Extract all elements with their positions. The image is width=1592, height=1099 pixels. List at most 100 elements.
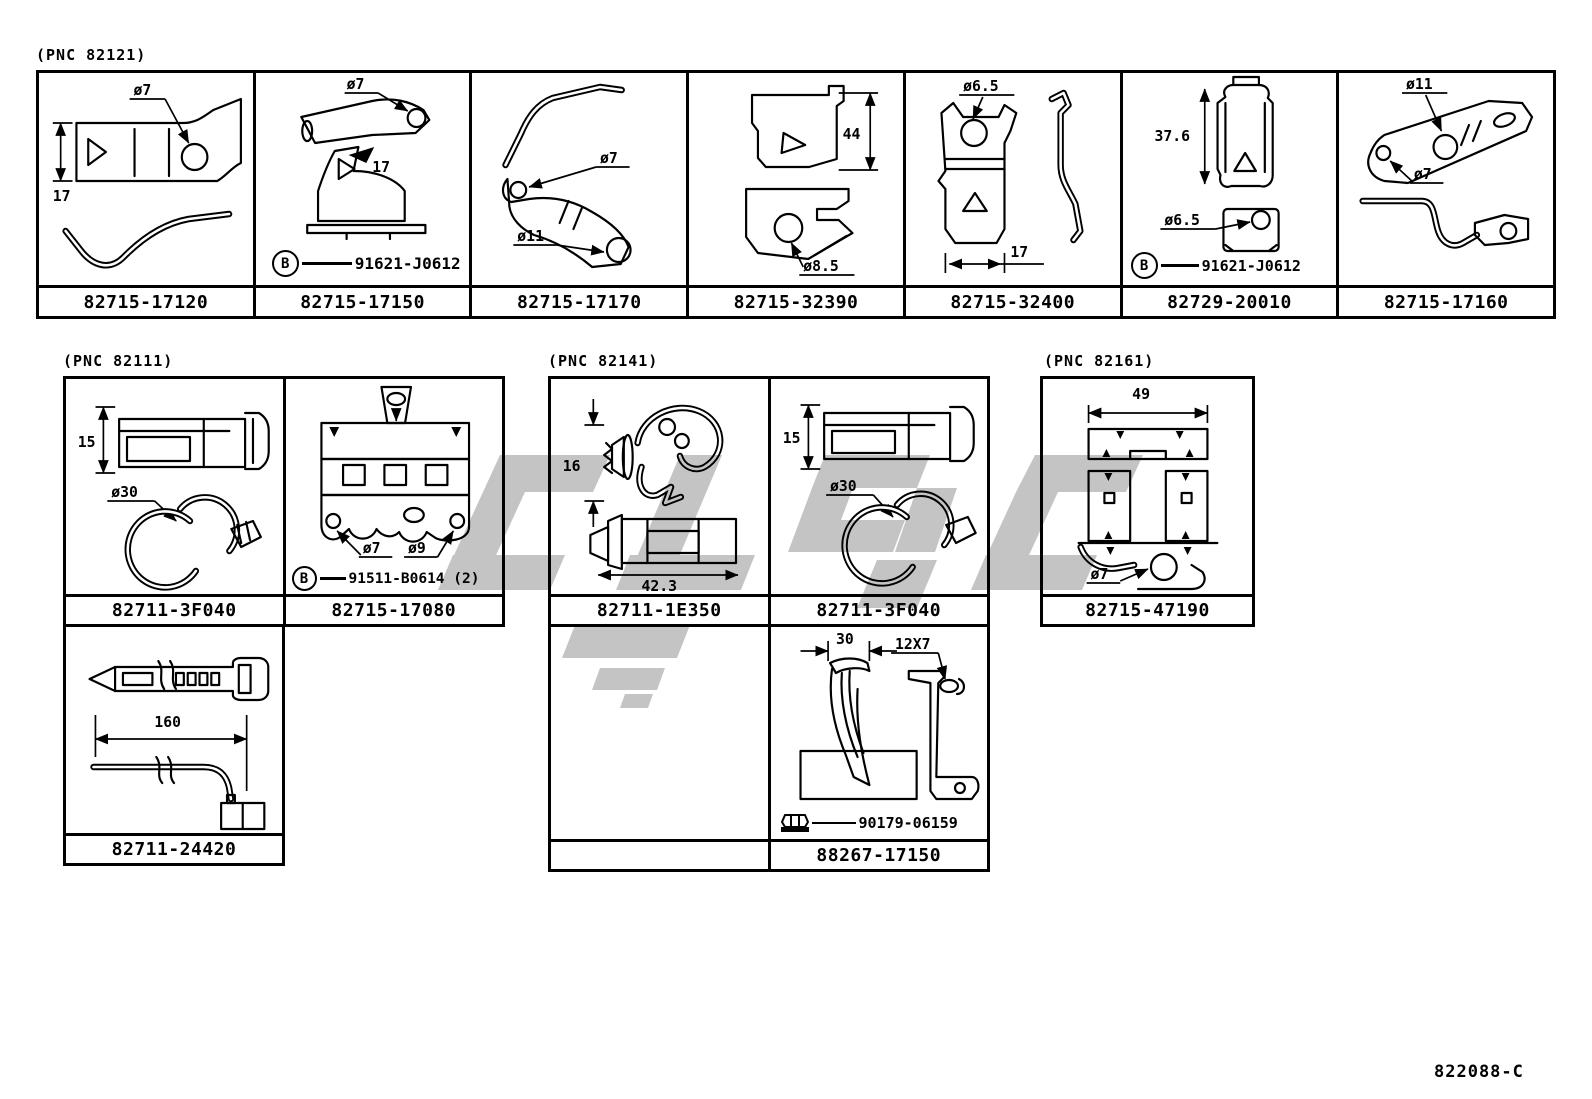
part-number: 82715-32400 xyxy=(950,291,1076,313)
circled-b-badge: B xyxy=(1130,252,1158,279)
part-cell: 49 xyxy=(1043,379,1252,594)
leader-line xyxy=(1160,264,1199,267)
sub-part: B 91621-J0612 xyxy=(271,250,461,277)
dimension-label: ø11 xyxy=(518,227,545,245)
dimension-label: ø9 xyxy=(408,539,426,557)
dimension-label: 17 xyxy=(372,158,390,176)
dimension-label: ø8.5 xyxy=(803,257,839,275)
part-number: 82715-17170 xyxy=(516,291,642,313)
sub-part-number: 91511-B0614 (2) xyxy=(348,570,480,587)
pnc-label: (PNC 82161) xyxy=(1044,352,1155,370)
leader-line xyxy=(301,262,352,265)
part-number: 82715-47190 xyxy=(1085,600,1210,621)
drawing-82715-47190: 49 xyxy=(1077,385,1219,591)
part-number-cell: 82715-17080 xyxy=(282,594,502,624)
parts-table: 16 xyxy=(548,376,990,627)
section-pnc-82161: (PNC 82161) 49 xyxy=(1040,352,1255,627)
drawing-82711-24420: 160 xyxy=(88,656,270,831)
dimension-label: 16 xyxy=(563,457,581,475)
part-number: 82711-3F040 xyxy=(111,600,237,621)
pnc-label: (PNC 82121) xyxy=(36,46,147,64)
sub-part: B 91621-J0612 xyxy=(1130,252,1301,279)
part-number-cell: 82711-3F040 xyxy=(66,594,283,624)
part-cell: ø7 ø11 xyxy=(469,73,687,285)
dimension-label: 37.6 xyxy=(1154,127,1190,145)
part-number-cell: 82715-32400 xyxy=(902,285,1120,316)
drawing-82729-20010: 37.6 ø6.5 xyxy=(1154,75,1280,253)
part-number-cell: 82711-3F040 xyxy=(767,594,987,624)
part-number-cell: 88267-17150 xyxy=(767,839,987,869)
part-number-cell: 82711-1E350 xyxy=(551,594,768,624)
pnc-label: (PNC 82141) xyxy=(548,352,659,370)
drawing-82711-3F040: 15 ø30 xyxy=(78,406,270,591)
sub-part-number: 91621-J0612 xyxy=(354,254,461,273)
part-cell: 37.6 ø6.5 B 91621-J0612 xyxy=(1119,73,1337,285)
empty-cell xyxy=(551,627,768,839)
dimension-label: ø30 xyxy=(830,477,857,495)
dimension-label: 44 xyxy=(843,125,861,143)
drawing-82715-17160: ø11 ø7 xyxy=(1359,75,1534,249)
drawing-82715-17120: ø7 17 xyxy=(52,81,242,269)
leader-line xyxy=(811,821,856,825)
part-number-cell: 82711-24420 xyxy=(66,833,282,863)
part-number: 82715-17080 xyxy=(331,600,457,621)
drawing-82711-1E350: 16 xyxy=(563,399,739,594)
part-cell: 16 xyxy=(551,379,768,594)
dimension-label: 30 xyxy=(835,630,853,648)
dimension-label: ø7 xyxy=(600,149,618,167)
part-number: 82715-17150 xyxy=(300,291,425,313)
section-pnc-82111: (PNC 82111) 15 ø30 xyxy=(63,352,505,866)
circled-b-badge: B xyxy=(271,250,299,277)
part-number-cell: 82715-17150 xyxy=(252,285,470,316)
part-number: 82711-3F040 xyxy=(816,600,942,621)
dimension-label: ø30 xyxy=(111,483,138,501)
part-number-cell: 82715-17120 xyxy=(39,285,253,316)
part-number: 82715-32390 xyxy=(733,291,859,313)
part-cell: 30 12X7 xyxy=(767,627,987,839)
part-number-cell: 82715-17170 xyxy=(469,285,687,316)
dimension-label: ø11 xyxy=(1406,75,1433,93)
parts-table: 49 xyxy=(1040,376,1255,627)
drawing-number: 822088-C xyxy=(1434,1062,1524,1082)
part-cell: 15 ø30 xyxy=(767,379,987,594)
empty-cell xyxy=(551,839,768,869)
part-number-cell: 82729-20010 xyxy=(1119,285,1337,316)
drawing-82711-3F040-b: 15 ø30 xyxy=(782,404,977,587)
sub-part: 90179-06159 xyxy=(780,813,958,833)
drawing-82715-17170: ø7 ø11 xyxy=(502,83,633,269)
dimension-label: ø6.5 xyxy=(1164,211,1200,229)
dimension-label: ø7 xyxy=(134,81,152,99)
part-cell: ø7 17 B 91621-J0612 xyxy=(252,73,470,285)
part-number-cell: 82715-17160 xyxy=(1336,285,1554,316)
dimension-label: 49 xyxy=(1132,385,1150,403)
parts-table: 160 82711-24420 xyxy=(63,624,285,866)
drawing-82715-17150: ø7 17 xyxy=(299,75,431,241)
sub-part: B 91511-B0614 (2) xyxy=(291,566,480,591)
circled-b-badge: B xyxy=(291,566,317,591)
part-cell: ø6.5 17 xyxy=(902,73,1120,285)
dimension-label: 160 xyxy=(154,713,181,731)
drawing-82715-32400: ø6.5 17 xyxy=(937,77,1084,273)
part-number-cell: 82715-32390 xyxy=(686,285,903,316)
part-number: 82715-17120 xyxy=(83,291,209,313)
part-cell: ø7 ø9 B 91511-B0614 (2) xyxy=(282,379,502,594)
part-cell: 160 xyxy=(66,627,282,833)
dimension-label: 12X7 xyxy=(894,635,930,653)
dimension-label: 42.3 xyxy=(642,577,678,594)
part-number: 88267-17150 xyxy=(816,845,942,866)
parts-table: ø7 17 ø7 xyxy=(36,70,1556,319)
parts-table: 15 ø30 xyxy=(63,376,505,627)
dimension-label: 15 xyxy=(782,429,800,447)
pnc-label: (PNC 82111) xyxy=(63,352,174,370)
part-cell: ø7 17 xyxy=(39,73,253,285)
part-number: 82729-20010 xyxy=(1167,291,1292,313)
section-pnc-82121: (PNC 82121) ø7 xyxy=(36,46,1556,319)
drawing-82715-17080: ø7 ø9 xyxy=(319,385,470,558)
dimension-label: ø7 xyxy=(346,75,364,93)
sub-part-number: 91621-J0612 xyxy=(1201,256,1301,275)
parts-table: 30 12X7 xyxy=(548,624,990,872)
leader-line xyxy=(319,577,346,580)
drawing-82715-32390: 44 ø8.5 xyxy=(745,84,879,276)
part-number: 82711-1E350 xyxy=(596,600,722,621)
